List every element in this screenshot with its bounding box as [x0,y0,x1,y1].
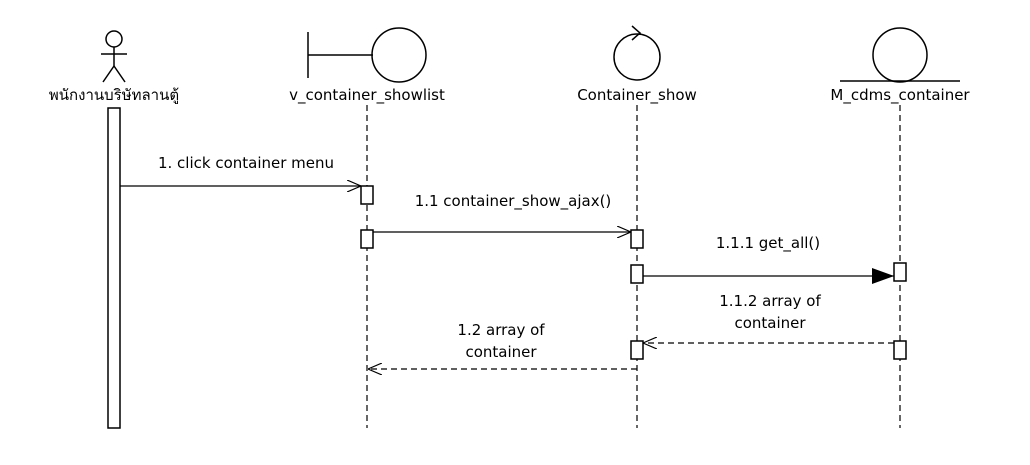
control-activation-1 [630,229,644,249]
control-activation-3 [630,340,644,360]
message-1-1-label: 1.1 container_show_ajax() [415,192,612,211]
message-1-label: 1. click container menu [158,154,334,172]
actor-activation [107,107,121,429]
actor-icon [101,30,127,83]
message-1-2-label-line1: 1.2 array of [457,321,545,339]
message-1-1-2-label-line1: 1.1.2 array of [719,292,821,310]
boundary-activation-2 [360,229,374,249]
actor-label: พนักงานบริษัทลานตู้ [49,86,179,104]
control-label: Container_show [577,86,697,105]
entity-icon [840,27,960,83]
control-activation-2 [630,264,644,284]
control-icon [613,25,661,81]
boundary-label: v_container_showlist [289,86,445,105]
boundary-activation-1 [360,185,374,205]
entity-label: M_cdms_container [830,86,970,105]
message-1-2-label-line2: container [465,343,537,361]
entity-activation-1 [893,262,907,282]
entity-activation-2 [893,340,907,360]
message-1-1-2-label-line2: container [734,314,806,332]
boundary-icon [307,27,427,83]
message-1-1-1-label: 1.1.1 get_all() [716,234,820,253]
